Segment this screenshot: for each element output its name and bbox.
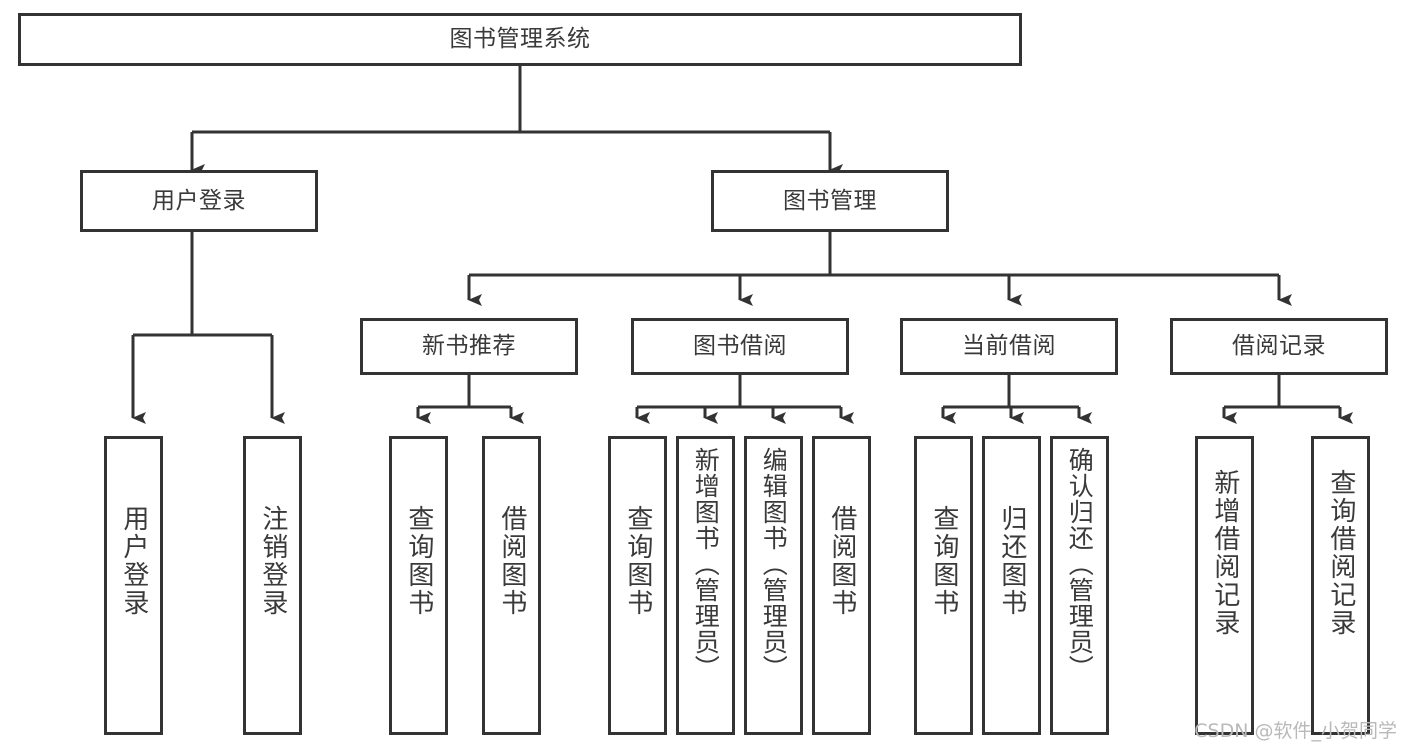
node-leaf-query-book-3-label: 查询图书 (928, 505, 959, 617)
node-leaf-query-book-2-label: 查询图书 (622, 505, 653, 617)
node-borrow-record[interactable]: 借阅记录 (1170, 318, 1388, 375)
node-leaf-add-record[interactable]: 新增借阅记录 (1195, 436, 1254, 735)
node-leaf-borrow-book-2[interactable]: 借阅图书 (812, 436, 871, 735)
node-leaf-query-book-2[interactable]: 查询图书 (608, 436, 667, 735)
node-leaf-logout[interactable]: 注销登录 (243, 436, 302, 735)
node-leaf-logout-label: 注销登录 (257, 505, 288, 617)
watermark: CSDN @软件_小贺同学 (1194, 720, 1397, 742)
node-leaf-confirm-return-label: 确认归还（管理员） (1065, 447, 1095, 681)
node-leaf-borrow-book-1-label: 借阅图书 (496, 505, 527, 617)
node-leaf-confirm-return[interactable]: 确认归还（管理员） (1050, 436, 1109, 735)
node-new-book-recommend-label: 新书推荐 (422, 333, 516, 360)
node-root-label: 图书管理系统 (449, 26, 591, 53)
node-leaf-query-book-1-label: 查询图书 (403, 505, 434, 617)
node-new-book-recommend[interactable]: 新书推荐 (360, 318, 578, 375)
node-leaf-query-record[interactable]: 查询借阅记录 (1311, 436, 1370, 735)
node-user-login-label: 用户登录 (152, 187, 246, 214)
node-leaf-user-login-label: 用户登录 (118, 505, 149, 617)
node-leaf-query-book-1[interactable]: 查询图书 (389, 436, 448, 735)
node-book-borrow-label: 图书借阅 (693, 333, 787, 360)
node-book-management[interactable]: 图书管理 (711, 170, 949, 232)
node-leaf-edit-book-label: 编辑图书（管理员） (759, 447, 789, 681)
node-leaf-add-book[interactable]: 新增图书（管理员） (676, 436, 735, 735)
node-user-login[interactable]: 用户登录 (80, 170, 318, 232)
node-book-management-label: 图书管理 (783, 187, 877, 214)
node-leaf-edit-book[interactable]: 编辑图书（管理员） (744, 436, 803, 735)
node-leaf-return-book-label: 归还图书 (996, 505, 1027, 617)
node-current-borrow-label: 当前借阅 (962, 333, 1056, 360)
node-leaf-borrow-book-2-label: 借阅图书 (826, 505, 857, 617)
node-leaf-user-login[interactable]: 用户登录 (104, 436, 163, 735)
node-leaf-add-record-label: 新增借阅记录 (1209, 469, 1240, 637)
node-book-borrow[interactable]: 图书借阅 (631, 318, 849, 375)
node-borrow-record-label: 借阅记录 (1232, 333, 1326, 360)
node-root[interactable]: 图书管理系统 (18, 13, 1022, 66)
node-leaf-add-book-label: 新增图书（管理员） (691, 447, 721, 681)
node-leaf-query-book-3[interactable]: 查询图书 (914, 436, 973, 735)
node-leaf-borrow-book-1[interactable]: 借阅图书 (482, 436, 541, 735)
node-current-borrow[interactable]: 当前借阅 (900, 318, 1118, 375)
node-leaf-query-record-label: 查询借阅记录 (1325, 469, 1356, 637)
node-leaf-return-book[interactable]: 归还图书 (982, 436, 1041, 735)
